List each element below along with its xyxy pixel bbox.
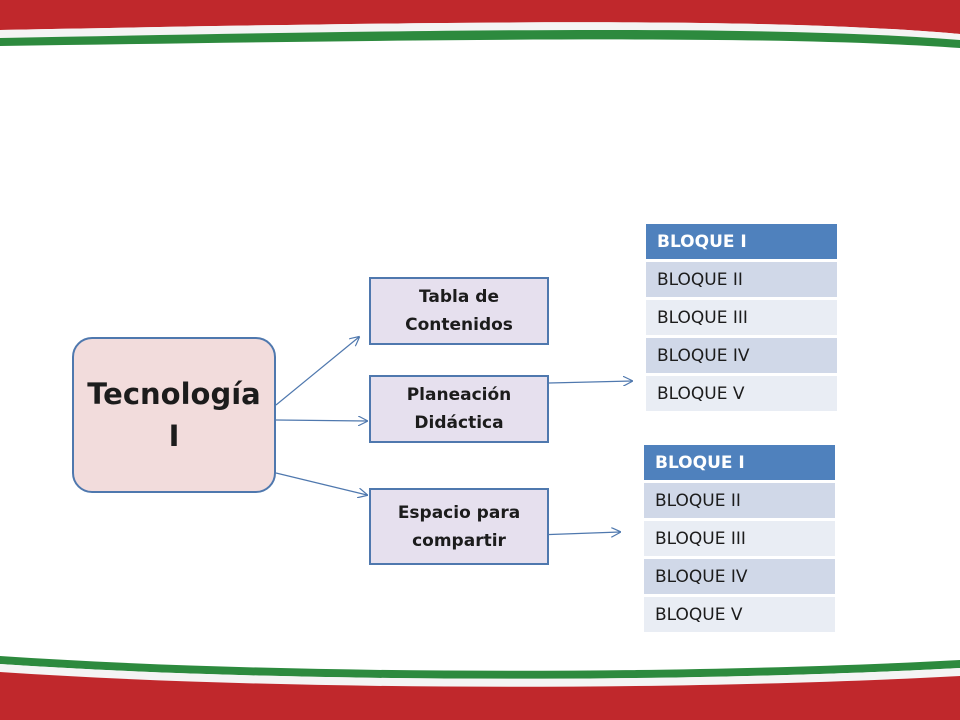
table-row[interactable]: BLOQUE II — [644, 481, 835, 521]
bloque-table-espacio: BLOQUE I BLOQUE II BLOQUE III BLOQUE IV … — [644, 445, 835, 635]
bottom-banner — [0, 656, 960, 720]
table-row[interactable]: BLOQUE II — [646, 260, 837, 300]
arrow-to-espacio — [275, 472, 367, 495]
table-row[interactable]: BLOQUE V — [644, 595, 835, 635]
arrow-to-table-2 — [535, 532, 620, 535]
bloque-table-planeacion: BLOQUE I BLOQUE II BLOQUE III BLOQUE IV … — [646, 224, 837, 414]
node-tabla-de-contenidos[interactable]: Tabla de Contenidos — [369, 277, 549, 345]
node-planeacion-didactica[interactable]: Planeación Didáctica — [369, 375, 549, 443]
arrow-to-tabla — [275, 337, 359, 406]
table-row[interactable]: BLOQUE IV — [644, 557, 835, 597]
top-banner — [0, 0, 960, 60]
main-node-tecnologia: Tecnología I — [72, 337, 276, 493]
table-row[interactable]: BLOQUE III — [646, 298, 837, 338]
table-row[interactable]: BLOQUE V — [646, 374, 837, 414]
table-row[interactable]: BLOQUE I — [644, 445, 835, 483]
table-row[interactable]: BLOQUE IV — [646, 336, 837, 376]
table-row[interactable]: BLOQUE III — [644, 519, 835, 559]
arrow-to-planeacion — [275, 420, 367, 421]
arrow-to-table-1 — [548, 381, 632, 383]
table-row[interactable]: BLOQUE I — [646, 224, 837, 262]
node-espacio-para-compartir[interactable]: Espacio para compartir — [369, 488, 549, 565]
